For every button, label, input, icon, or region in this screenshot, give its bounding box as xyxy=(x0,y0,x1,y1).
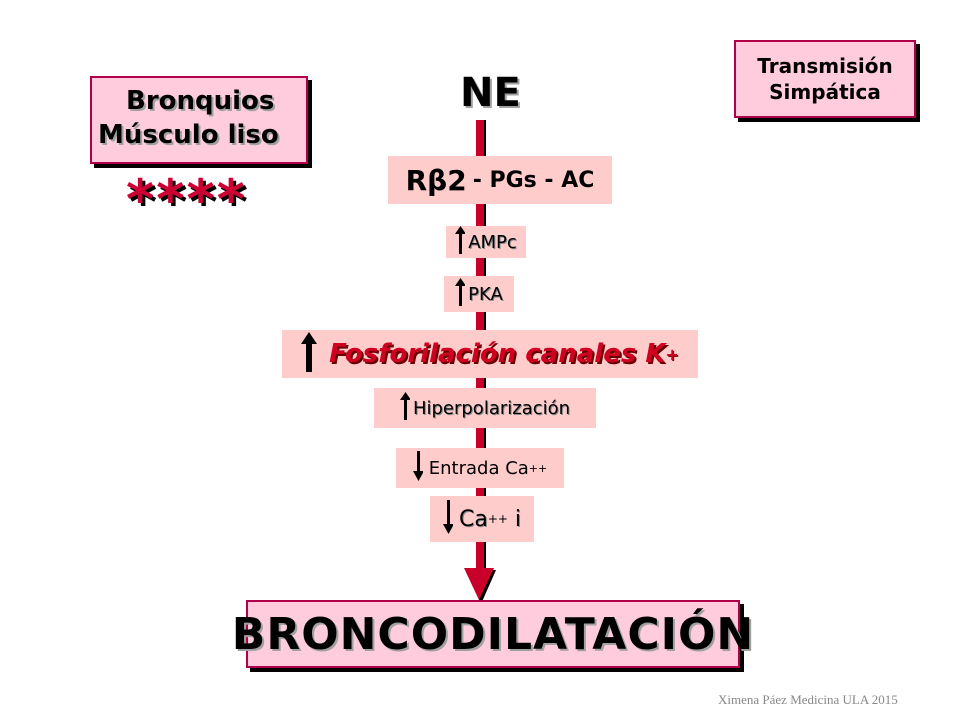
bronquios-line1: Bronquios xyxy=(126,86,275,116)
ampc-label: AMPc xyxy=(468,231,517,253)
fosforilacion-box: Fosforilación canales K + xyxy=(282,330,698,378)
receptor-main: Rβ2 xyxy=(405,163,467,197)
result-label: BRONCODILATACIÓN xyxy=(231,608,755,660)
fosforilacion-sup: + xyxy=(665,344,679,364)
ca-sup: ++ xyxy=(487,512,508,526)
fosforilacion-label: Fosforilación canales K xyxy=(329,339,666,369)
ca-suffix: i xyxy=(507,506,522,532)
hiperpolarizacion-box: Hiperpolarización xyxy=(374,388,596,428)
credit-text: Ximena Páez Medicina ULA 2015 xyxy=(718,692,898,707)
receptor-box: Rβ2 - PGs - AC xyxy=(388,156,612,204)
pka-box: PKA xyxy=(444,276,514,312)
pka-label: PKA xyxy=(468,283,503,305)
stars-mark: **** xyxy=(126,168,247,231)
down-arrow-icon xyxy=(412,451,424,485)
ca-label: Ca xyxy=(458,506,488,532)
transmission-line2: Simpática xyxy=(769,80,881,104)
ne-label: NE xyxy=(460,70,521,116)
hiperpolarizacion-label: Hiperpolarización xyxy=(412,397,571,419)
receptor-rest: - PGs - AC xyxy=(472,167,595,193)
entrada-sup: ++ xyxy=(528,461,548,475)
entrada-box: Entrada Ca ++ xyxy=(396,448,564,488)
ca-box: Ca ++ i xyxy=(430,496,534,542)
transmission-box: Transmisión Simpática xyxy=(734,40,916,118)
transmission-line1: Transmisión xyxy=(757,54,893,78)
up-arrow-icon xyxy=(455,226,467,258)
ampc-box: AMPc xyxy=(446,226,526,258)
up-arrow-icon xyxy=(455,278,467,310)
bronquios-box: Bronquios Músculo liso xyxy=(90,76,308,164)
bronquios-line2: Músculo liso xyxy=(98,120,279,150)
up-arrow-icon xyxy=(301,332,318,376)
up-arrow-icon xyxy=(399,392,411,424)
entrada-label: Entrada Ca xyxy=(428,457,529,479)
result-box: BRONCODILATACIÓN xyxy=(232,600,753,668)
down-arrow-icon xyxy=(442,500,454,538)
